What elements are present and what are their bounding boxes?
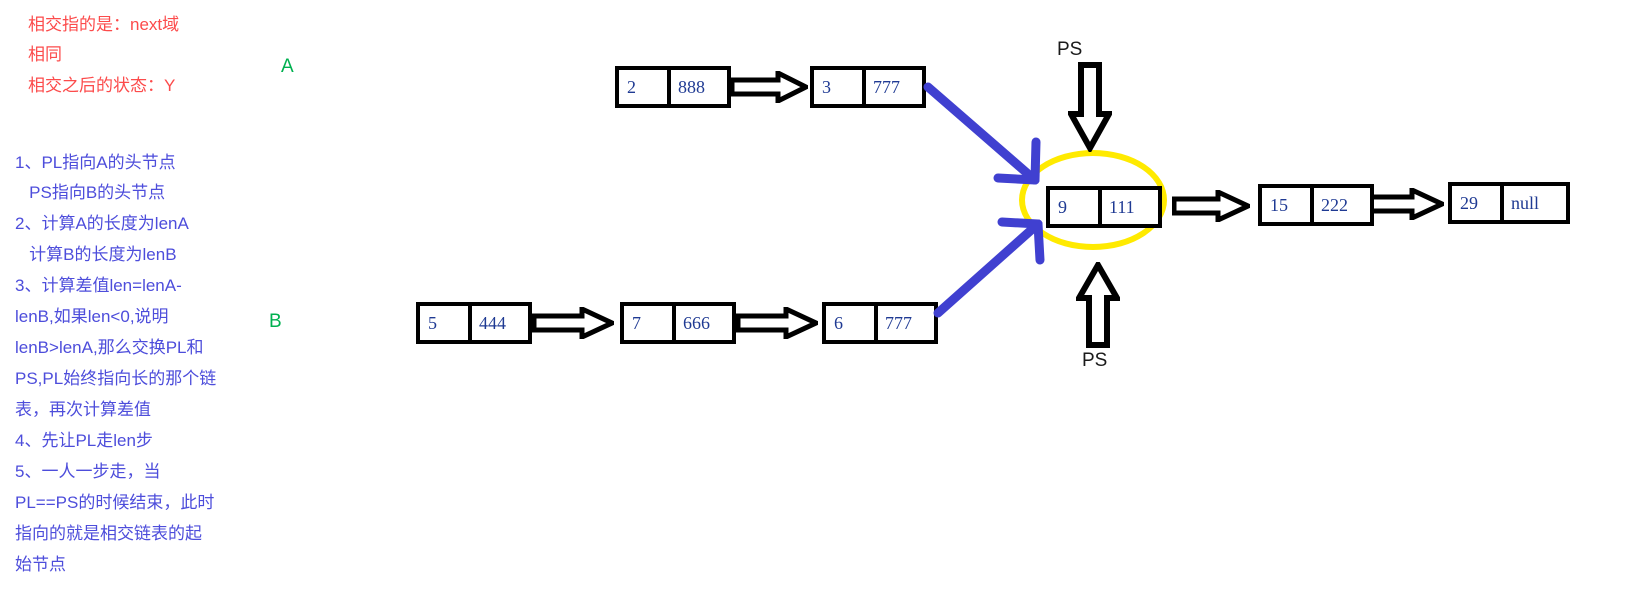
note-blue-line-4: 3、计算差值len=lenA- [15, 276, 182, 295]
node-shared-2-data: 29 [1452, 186, 1504, 220]
node-a-1-data: 3 [814, 70, 866, 104]
node-a-0: 2 888 [615, 66, 731, 108]
node-a-0-data: 2 [619, 70, 671, 104]
node-b-0: 5 444 [416, 302, 532, 344]
node-b-0-data: 5 [420, 306, 472, 340]
intersection-highlight-ellipse [1019, 150, 1167, 250]
note-blue-line-2: 2、计算A的长度为lenA [15, 214, 189, 233]
note-blue-line-0: 1、PL指向A的头节点 [15, 153, 176, 172]
block-arrow-shared-1 [1366, 188, 1444, 220]
note-blue-line-10: 5、一人一步走，当 [15, 462, 161, 481]
note-blue-line-12: 指向的就是相交链表的起 [15, 524, 202, 543]
node-shared-0: 9 111 [1046, 186, 1162, 228]
node-b-1-next: 666 [683, 312, 710, 333]
note-red-line-0: 相交指的是：next域 [28, 15, 180, 34]
block-arrow-a-0 [730, 71, 808, 103]
note-red-line-1: 相同 [28, 45, 62, 64]
list-label-a: A [281, 56, 294, 77]
block-arrow-shared-0 [1172, 190, 1250, 222]
node-shared-0-data: 9 [1050, 190, 1102, 224]
node-a-1: 3 777 [810, 66, 926, 108]
node-shared-2: 29 null [1448, 182, 1570, 224]
block-arrow-b-0 [532, 307, 614, 339]
node-b-1: 7 666 [620, 302, 736, 344]
list-label-b: B [269, 311, 282, 332]
node-b-2-data: 6 [826, 306, 878, 340]
node-shared-1-data: 15 [1262, 188, 1314, 222]
note-blue-line-9: 4、先让PL走len步 [15, 431, 153, 450]
pointer-arrow-down-top [1068, 62, 1112, 152]
node-a-0-next: 888 [678, 76, 705, 97]
node-shared-2-next: null [1511, 192, 1540, 213]
pointer-arrow-up-bottom [1076, 262, 1120, 348]
pointer-label-bottom: PS [1082, 350, 1108, 371]
pointer-label-top: PS [1057, 39, 1083, 60]
block-arrow-b-1 [736, 307, 818, 339]
node-b-0-next: 444 [479, 312, 506, 333]
note-blue-line-6: lenB>lenA,那么交换PL和 [15, 338, 204, 357]
note-blue-line-13: 始节点 [15, 555, 66, 574]
node-b-2-next: 777 [885, 312, 912, 333]
note-blue-line-11: PL==PS的时候结束，此时 [15, 493, 215, 512]
note-blue-line-7: PS,PL始终指向长的那个链 [15, 369, 217, 388]
node-a-1-next: 777 [873, 76, 900, 97]
note-blue-line-1: PS指向B的头节点 [15, 183, 166, 202]
node-shared-1: 15 222 [1258, 184, 1374, 226]
note-blue-line-3: 计算B的长度为lenB [15, 245, 177, 264]
node-b-1-data: 7 [624, 306, 676, 340]
node-b-2: 6 777 [822, 302, 938, 344]
blue-arrow-from-b-chain [933, 217, 1045, 318]
blue-arrow-from-a-chain [923, 82, 1041, 185]
note-red-line-2: 相交之后的状态：Y [28, 76, 176, 95]
node-shared-0-next: 111 [1109, 196, 1135, 217]
note-blue-line-5: lenB,如果len<0,说明 [15, 307, 169, 326]
node-shared-1-next: 222 [1321, 194, 1348, 215]
note-blue-line-8: 表，再次计算差值 [15, 400, 151, 419]
